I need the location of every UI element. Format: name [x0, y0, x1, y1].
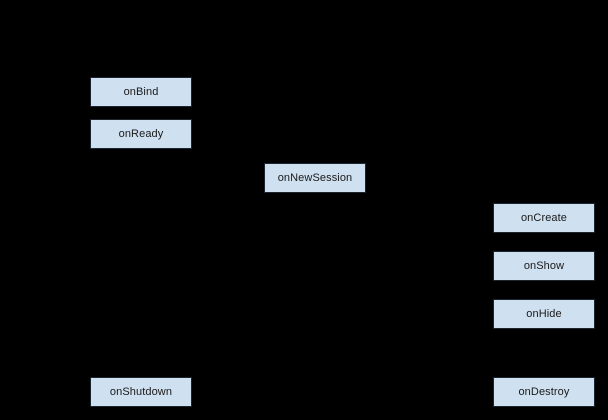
node-label-on-show: onShow: [523, 259, 565, 272]
node-label-on-destroy: onDestroy: [518, 385, 570, 398]
node-on-hide[interactable]: onHide: [493, 299, 595, 329]
node-on-ready[interactable]: onReady: [90, 119, 192, 149]
node-on-new-session[interactable]: onNewSession: [264, 163, 366, 193]
node-label-on-new-session: onNewSession: [277, 171, 353, 184]
node-on-bind[interactable]: onBind: [90, 77, 192, 107]
node-on-show[interactable]: onShow: [493, 251, 595, 281]
node-on-create[interactable]: onCreate: [493, 203, 595, 233]
node-on-destroy[interactable]: onDestroy: [493, 377, 595, 407]
node-label-on-hide: onHide: [526, 307, 562, 320]
node-on-shutdown[interactable]: onShutdown: [90, 377, 192, 407]
node-label-on-create: onCreate: [520, 211, 568, 224]
node-label-on-bind: onBind: [123, 85, 159, 98]
node-label-on-ready: onReady: [118, 127, 164, 140]
node-label-on-shutdown: onShutdown: [109, 385, 173, 398]
